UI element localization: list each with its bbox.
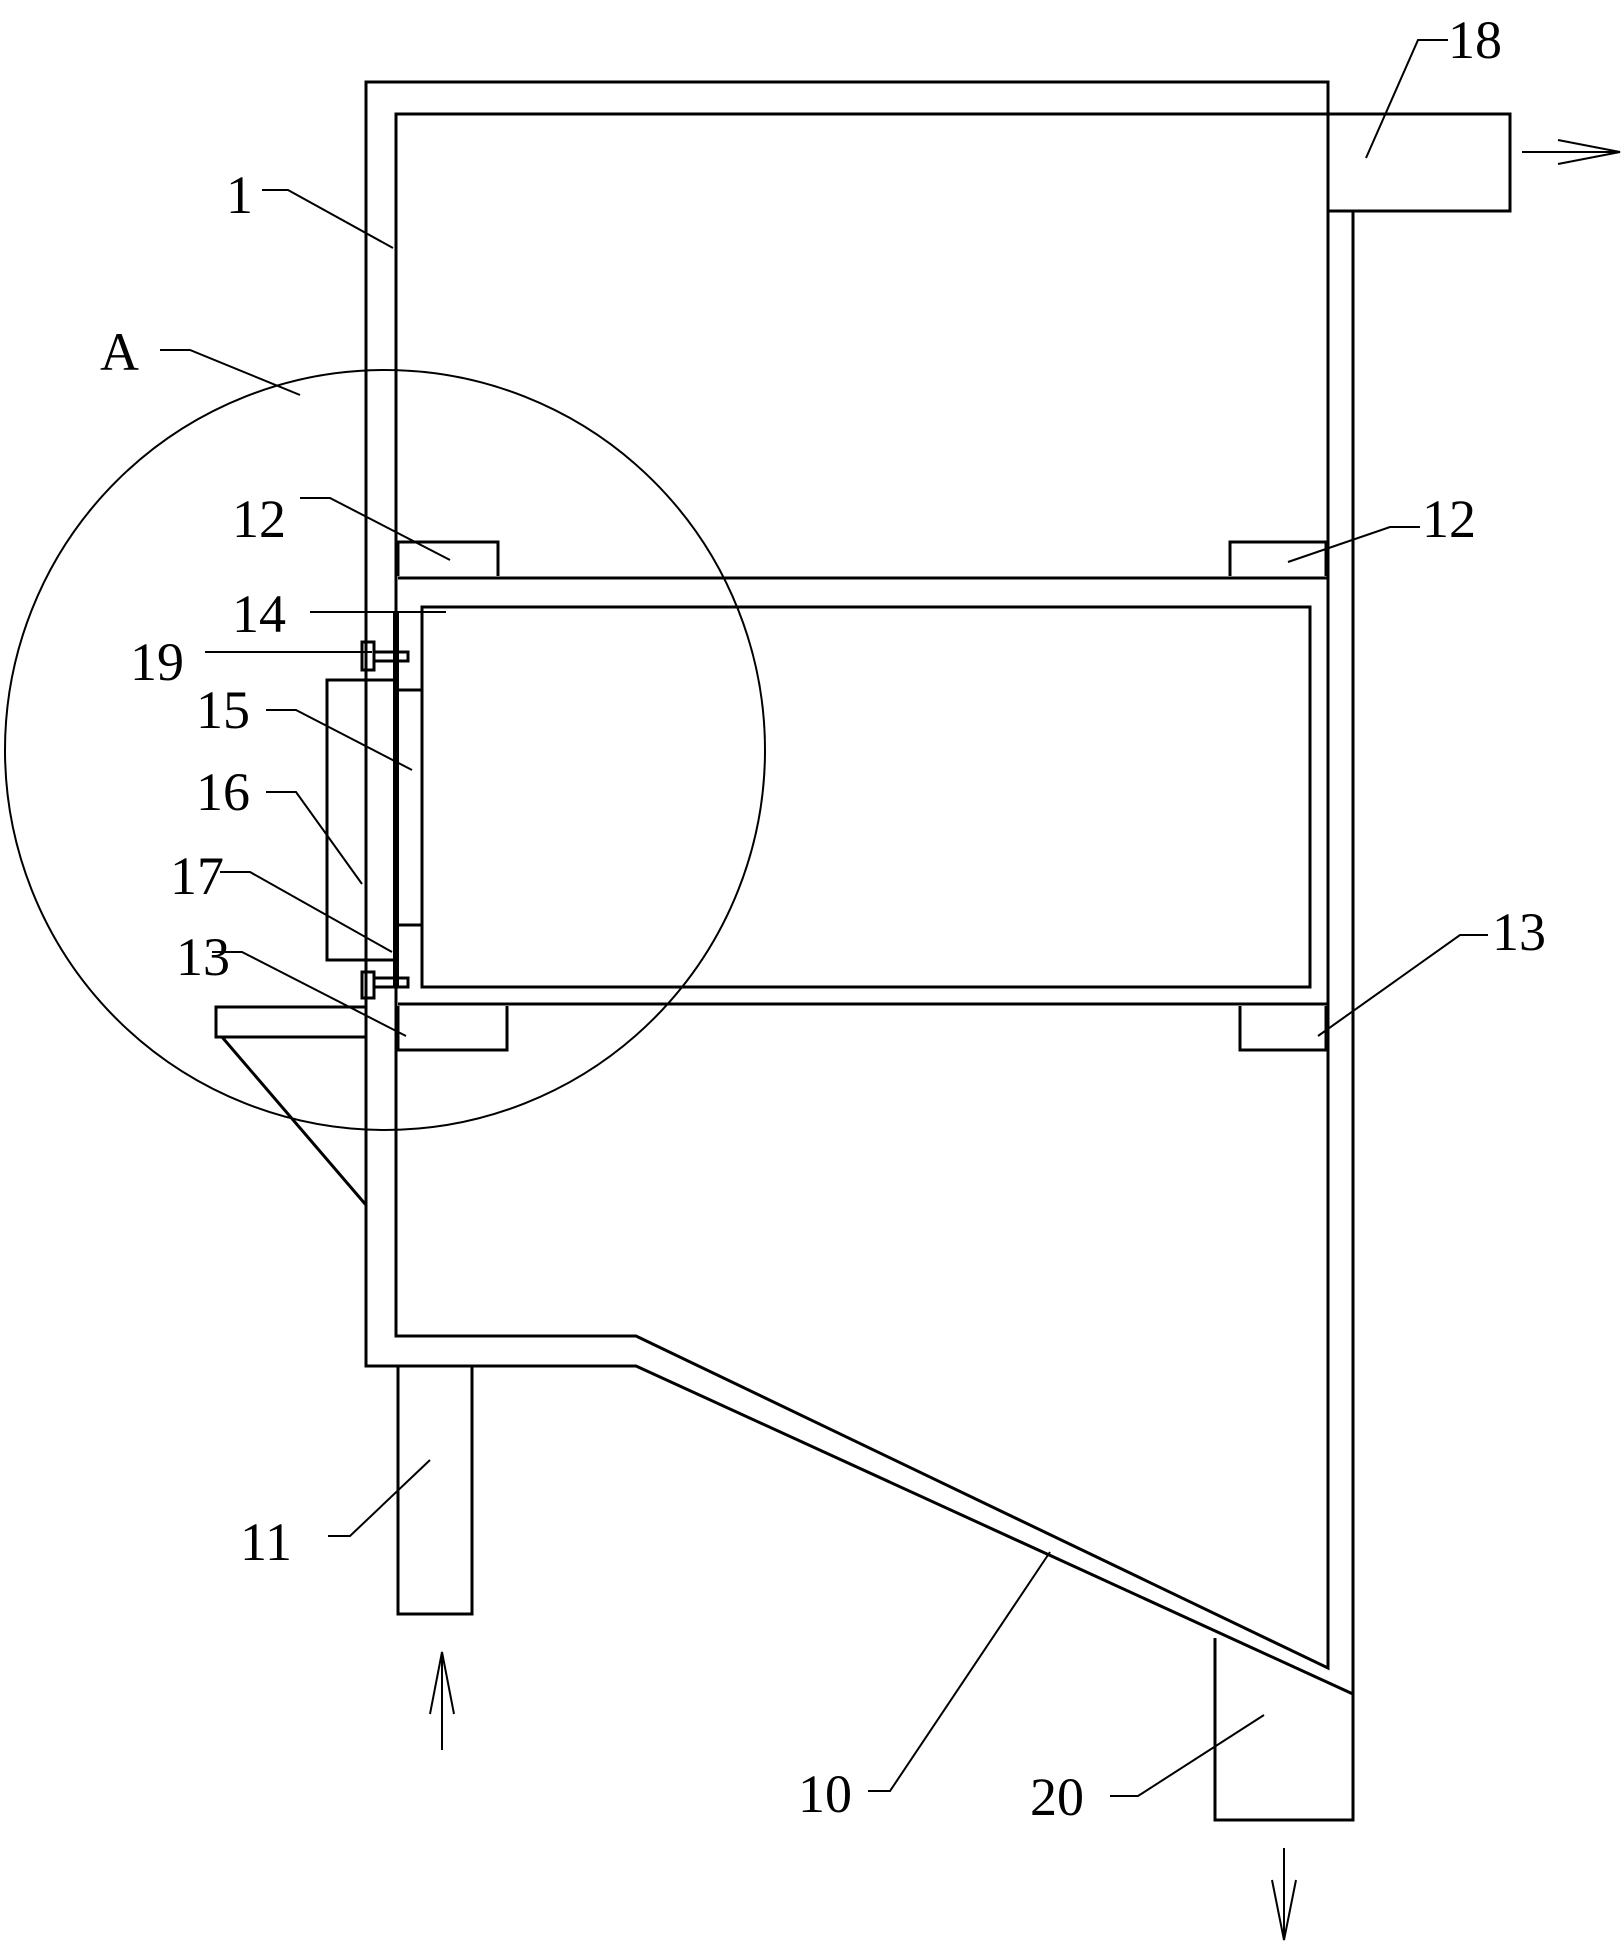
leader-15 [266,709,413,771]
leader-lines [160,39,1488,1797]
outlet-duct-body [1326,112,1512,213]
label-16: 16 [196,762,250,822]
upper-supports [396,540,1328,576]
label-19: 19 [130,632,184,692]
label-11: 11 [240,1512,292,1572]
leader-13-left [212,951,407,1037]
lower-supports [396,1006,1328,1052]
housing [364,80,1355,1697]
upper-clamp-bolt [372,650,410,663]
label-10: 10 [798,1764,852,1824]
housing-outer-wall [364,80,1355,1697]
inlet-pipe-body [396,1364,474,1616]
bracket-shelf [214,1005,366,1039]
detail-circle-a [4,369,766,1131]
label-12-left: 12 [232,489,286,549]
leader-12-left [300,497,451,561]
lower-support-right [1238,1006,1328,1052]
label-1: 1 [226,165,253,225]
bracket-brace [220,1036,368,1206]
upper-support-left [396,540,500,576]
outer-bracket [214,1005,368,1206]
lower-support-left [396,1006,509,1052]
leader-11 [328,1459,431,1537]
inlet-pipe [396,1364,474,1750]
drain-arrow-head [1271,1879,1297,1941]
upper-support-right [1228,540,1328,576]
leader-a [160,349,301,396]
door-handle [325,678,396,962]
reference-labels: 1 A 12 12 14 19 15 16 17 13 13 18 11 10 … [100,10,1546,1827]
drain-pipe-body [1213,1638,1355,1822]
label-12-right: 12 [1422,489,1476,549]
upper-clamp-block [360,640,376,672]
label-13-left: 13 [176,927,230,987]
label-14: 14 [232,584,286,644]
label-20: 20 [1030,1767,1084,1827]
drain-pipe [1213,1638,1355,1941]
lower-clamp-bolt [372,976,410,989]
lower-clamp-block [360,970,376,1000]
leader-16 [266,791,363,885]
outlet-duct [1326,112,1621,213]
label-13-right: 13 [1492,902,1546,962]
leader-13-right [1317,934,1488,1037]
leader-1 [262,189,394,249]
label-15: 15 [196,680,250,740]
leader-18 [1365,39,1448,159]
inlet-arrow-head [429,1651,455,1715]
label-a: A [100,322,139,382]
cartridge-assembly [325,576,1328,1006]
leader-10 [868,1551,1051,1792]
outlet-arrow-head [1557,139,1621,165]
leader-12-right [1287,526,1420,563]
label-17: 17 [170,846,224,906]
leader-17 [220,871,393,953]
filter-cartridge [420,605,1312,989]
label-18: 18 [1448,10,1502,70]
leader-20 [1110,1714,1265,1797]
housing-inner-wall [394,112,1330,1671]
